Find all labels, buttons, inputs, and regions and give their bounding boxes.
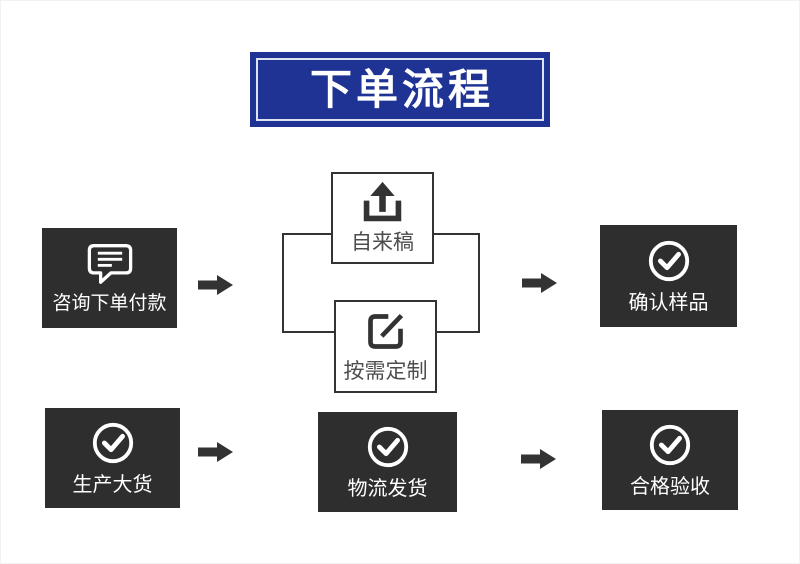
- flow-option-self-submitted-draft: 自来稿: [331, 172, 434, 264]
- upload-icon: [363, 182, 402, 222]
- flow-step-label: 按需定制: [343, 359, 428, 383]
- chat-bubble-icon: [87, 243, 132, 284]
- flow-step-bulk-production: 生产大货: [45, 408, 180, 508]
- flow-step-label: 合格验收: [630, 475, 710, 498]
- flow-step-label: 咨询下单付款: [52, 292, 167, 314]
- flow-step-consult-order-pay: 咨询下单付款: [42, 228, 177, 328]
- check-circle-icon: [649, 424, 691, 465]
- arrow-right-icon: [198, 275, 233, 295]
- title-banner: 下单流程: [250, 52, 550, 127]
- arrow-right-icon: [521, 449, 556, 469]
- arrow-right-icon: [522, 273, 557, 293]
- flow-step-confirm-sample: 确认样品: [600, 225, 737, 327]
- edit-icon: [368, 313, 404, 349]
- flow-option-custom-on-demand: 按需定制: [334, 300, 437, 393]
- page-title: 下单流程: [309, 65, 494, 113]
- flow-step-label: 生产大货: [72, 473, 153, 496]
- flow-step-label: 物流发货: [347, 477, 428, 500]
- check-circle-icon: [92, 422, 133, 463]
- flow-step-label: 自来稿: [351, 231, 414, 255]
- check-circle-icon: [648, 240, 689, 281]
- flow-step-qualified-acceptance: 合格验收: [602, 410, 738, 510]
- check-circle-icon: [367, 426, 408, 467]
- flow-step-logistics-shipping: 物流发货: [318, 412, 457, 512]
- arrow-right-icon: [198, 442, 233, 462]
- flow-step-label: 确认样品: [628, 291, 709, 314]
